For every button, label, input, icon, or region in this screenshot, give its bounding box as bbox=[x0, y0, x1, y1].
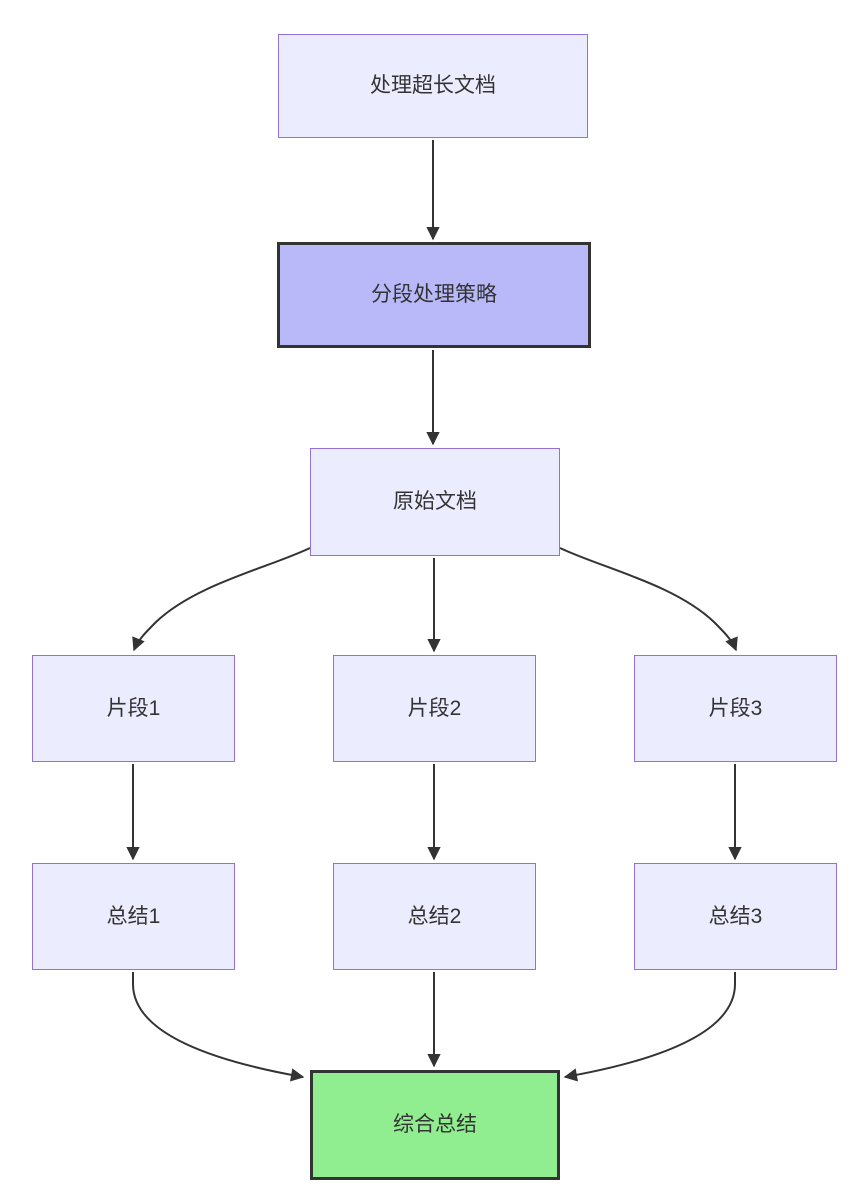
node-label: 原始文档 bbox=[393, 490, 477, 514]
node-label: 总结1 bbox=[106, 904, 161, 928]
node-label: 总结3 bbox=[708, 904, 763, 928]
node-label: 片段3 bbox=[708, 696, 763, 720]
node-fragment-2: 片段2 bbox=[333, 655, 536, 762]
node-label: 片段2 bbox=[407, 696, 462, 720]
node-fragment-3: 片段3 bbox=[634, 655, 837, 762]
node-label: 综合总结 bbox=[393, 1113, 477, 1137]
node-summary-2: 总结2 bbox=[333, 863, 536, 970]
node-summary-1: 总结1 bbox=[32, 863, 235, 970]
edge-C-D1 bbox=[132, 547, 311, 652]
node-label: 处理超长文档 bbox=[370, 74, 496, 98]
node-label: 分段处理策略 bbox=[371, 283, 497, 307]
node-segmentation-strategy: 分段处理策略 bbox=[277, 242, 591, 348]
node-summary-3: 总结3 bbox=[634, 863, 837, 970]
edge-C-D3 bbox=[559, 547, 738, 652]
edge-E1-F bbox=[132, 972, 305, 1082]
node-final-summary: 综合总结 bbox=[310, 1070, 560, 1180]
node-label: 片段1 bbox=[106, 696, 161, 720]
edge-E3-F bbox=[563, 972, 736, 1082]
node-process-long-document: 处理超长文档 bbox=[278, 34, 588, 138]
node-original-document: 原始文档 bbox=[310, 448, 560, 556]
node-label: 总结2 bbox=[407, 904, 462, 928]
node-fragment-1: 片段1 bbox=[32, 655, 235, 762]
